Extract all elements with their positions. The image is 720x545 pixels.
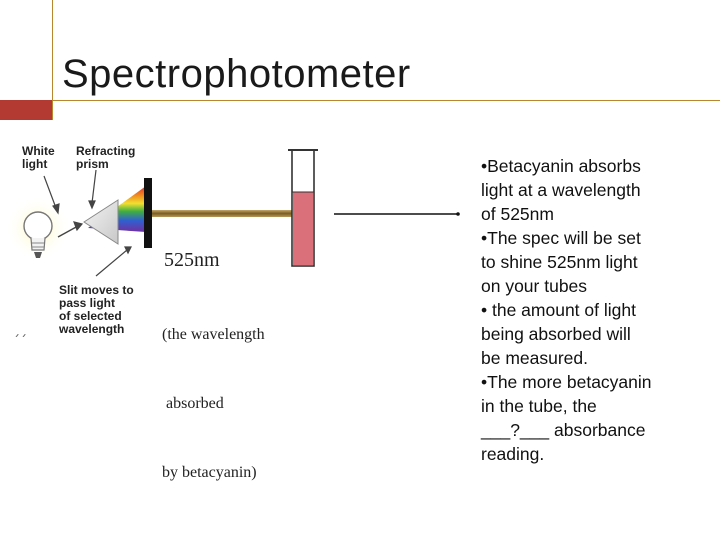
title-divider-vertical <box>52 0 53 120</box>
slit-label-line: Slit moves to <box>59 283 134 297</box>
spectrophotometer-diagram: ´´ White light Refracting prism Slit mov… <box>6 145 460 530</box>
slit-label: Slit moves to pass light of selected wav… <box>59 284 134 336</box>
light-bulb-icon <box>6 196 70 260</box>
bullet-line: on your tubes <box>481 276 588 296</box>
explanation-text: •Betacyanin absorbs light at a wavelengt… <box>481 154 716 466</box>
bullet-line: in the tube, the <box>481 396 597 416</box>
title-accent-bar <box>0 100 52 120</box>
slit-label-line: wavelength <box>59 322 125 336</box>
prism-label: Refracting prism <box>76 145 135 171</box>
wavelength-note: (the wavelength absorbed by betacyanin) <box>162 277 265 530</box>
bullet-line: be measured. <box>481 348 589 368</box>
bullet-line: of 525nm <box>481 204 554 224</box>
bullet-line: ___?___ absorbance <box>481 420 646 440</box>
slit-label-line: pass light <box>59 296 116 310</box>
white-light-label-line: light <box>22 157 48 171</box>
bullet-line: to shine 525nm light <box>481 252 638 272</box>
slide-title: Spectrophotometer <box>62 52 411 96</box>
prism-label-line: Refracting <box>76 144 136 158</box>
prism-icon <box>83 199 119 245</box>
slit-label-line: of selected <box>59 309 122 323</box>
bullet-line: •The more betacyanin <box>481 372 652 392</box>
wavelength-note-line: absorbed <box>162 395 224 412</box>
label-arrows <box>43 169 132 277</box>
white-light-label: White light <box>22 145 55 171</box>
wavelength-note-line: by betacyanin) <box>162 464 257 481</box>
wavelength-label: 525nm <box>164 249 220 271</box>
slit-bar <box>144 178 152 248</box>
bullet-line: •The spec will be set <box>481 228 641 248</box>
prism-label-line: prism <box>76 157 109 171</box>
bullet-line: reading. <box>481 444 545 464</box>
svg-text:´´: ´´ <box>13 334 27 350</box>
title-divider-horizontal <box>52 100 720 101</box>
sample-tube <box>288 149 318 267</box>
bullet-line: light at a wavelength <box>481 180 641 200</box>
bullet-line: • the amount of light <box>481 300 636 320</box>
bullet-line: •Betacyanin absorbs <box>481 156 641 176</box>
white-light-label-line: White <box>22 144 55 158</box>
light-beam <box>152 210 292 217</box>
wavelength-note-line: (the wavelength <box>162 326 265 343</box>
diagram-graphic: ´´ <box>6 149 460 350</box>
bullet-line: being absorbed will <box>481 324 631 344</box>
